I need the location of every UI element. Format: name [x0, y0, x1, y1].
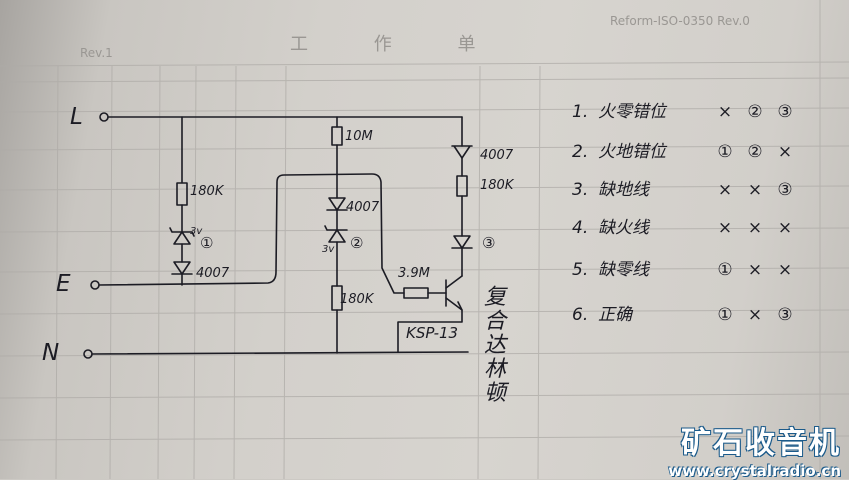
legend-row-label: 正确	[598, 305, 632, 325]
led-1-label: ①	[200, 234, 214, 252]
legend-led-3-state: ③	[777, 102, 793, 122]
legend-led-2-state: ×	[747, 305, 763, 325]
legend-row-number: 1.	[572, 102, 589, 122]
legend-led-1-state: ①	[717, 305, 733, 325]
legend-led-2-state: ②	[747, 102, 763, 122]
legend-row-number: 4.	[572, 218, 589, 238]
legend-led-1-state: ×	[717, 218, 733, 238]
legend-led-2-state: ×	[747, 260, 763, 280]
legend-led-1-state: ×	[717, 102, 733, 122]
legend-led-3-state: ×	[777, 260, 793, 280]
branch2-resistor-top	[331, 126, 343, 146]
terminal-live-node	[99, 112, 109, 122]
led-3-label: ③	[482, 234, 496, 252]
branch2-diode	[326, 197, 348, 211]
legend-led-3-state: ×	[777, 142, 793, 162]
legend-row-number: 6.	[572, 305, 589, 325]
base-resistor-label: 3.9M	[398, 266, 430, 281]
branch1-zener-label: 3v	[190, 226, 203, 237]
branch1-diode	[171, 261, 193, 275]
legend-led-2-state: ×	[747, 218, 763, 238]
transistor-note: 复合达林顿	[484, 285, 507, 406]
transistor-collector-emitter	[445, 275, 463, 311]
legend-led-2-state: ×	[747, 180, 763, 200]
legend-led-1-state: ×	[717, 180, 733, 200]
branch2-resistor-top-label: 10M	[345, 129, 373, 144]
legend-row-number: 5.	[572, 260, 589, 280]
branch3-diode	[451, 145, 473, 159]
legend-led-1-state: ①	[717, 142, 733, 162]
legend-row-label: 火零错位	[598, 102, 666, 122]
legend-led-3-state: ③	[777, 305, 793, 325]
terminal-live-label: L	[70, 104, 83, 130]
legend-led-3-state: ③	[777, 180, 793, 200]
form-sheet-print: Rev.1	[80, 46, 113, 60]
legend-row-label: 火地错位	[598, 142, 666, 162]
branch1-resistor	[176, 182, 188, 206]
led-2-label: ②	[350, 234, 364, 252]
branch2-resistor-bottom-label: 180K	[340, 292, 374, 307]
site-watermark: 矿石收音机 www.crystalradio.cn	[668, 418, 841, 480]
legend-led-1-state: ①	[717, 260, 733, 280]
form-title-print: 工 作 单	[290, 34, 506, 55]
transistor-label: KSP-13	[406, 324, 459, 342]
legend-row: 4. 缺火线 × × ×	[572, 213, 800, 238]
legend-row-label: 缺零线	[598, 260, 649, 280]
legend-row-number: 2.	[572, 142, 589, 162]
legend-row: 3. 缺地线 × × ③	[572, 175, 800, 200]
earth-wire	[98, 173, 405, 294]
branch3-diode-label: 4007	[480, 148, 514, 163]
legend-led-2-state: ②	[747, 142, 763, 162]
watermark-title: 矿石收音机	[681, 426, 841, 461]
legend-row-number: 3.	[572, 180, 589, 200]
form-id-print: Reform-ISO-0350 Rev.0	[610, 14, 750, 28]
branch2-zener-label: 3v	[322, 244, 335, 255]
branch3-resistor-label: 180K	[480, 178, 514, 193]
neutral-rail-wire	[91, 351, 469, 355]
branch1-zener	[169, 227, 195, 245]
branch3-resistor	[456, 175, 468, 197]
branch2-zener	[324, 225, 348, 243]
terminal-earth-label: E	[56, 271, 71, 297]
legend-row-label: 缺火线	[598, 218, 649, 238]
terminal-neutral-node	[83, 349, 93, 359]
legend-led-3-state: ×	[777, 218, 793, 238]
legend-row-label: 缺地线	[598, 180, 649, 200]
terminal-earth-node	[90, 280, 100, 290]
terminal-neutral-label: N	[42, 340, 60, 366]
branch1-diode-label: 4007	[196, 266, 230, 281]
branch2-diode-label: 4007	[346, 200, 380, 215]
legend-row: 6. 正确 ① × ③	[572, 300, 800, 325]
legend-row: 5. 缺零线 ① × ×	[572, 255, 800, 280]
watermark-url: www.crystalradio.cn	[668, 462, 841, 480]
emitter-wire	[397, 309, 463, 353]
branch3-led	[451, 235, 473, 249]
branch1-resistor-label: 180K	[190, 184, 224, 199]
base-resistor	[403, 287, 429, 299]
